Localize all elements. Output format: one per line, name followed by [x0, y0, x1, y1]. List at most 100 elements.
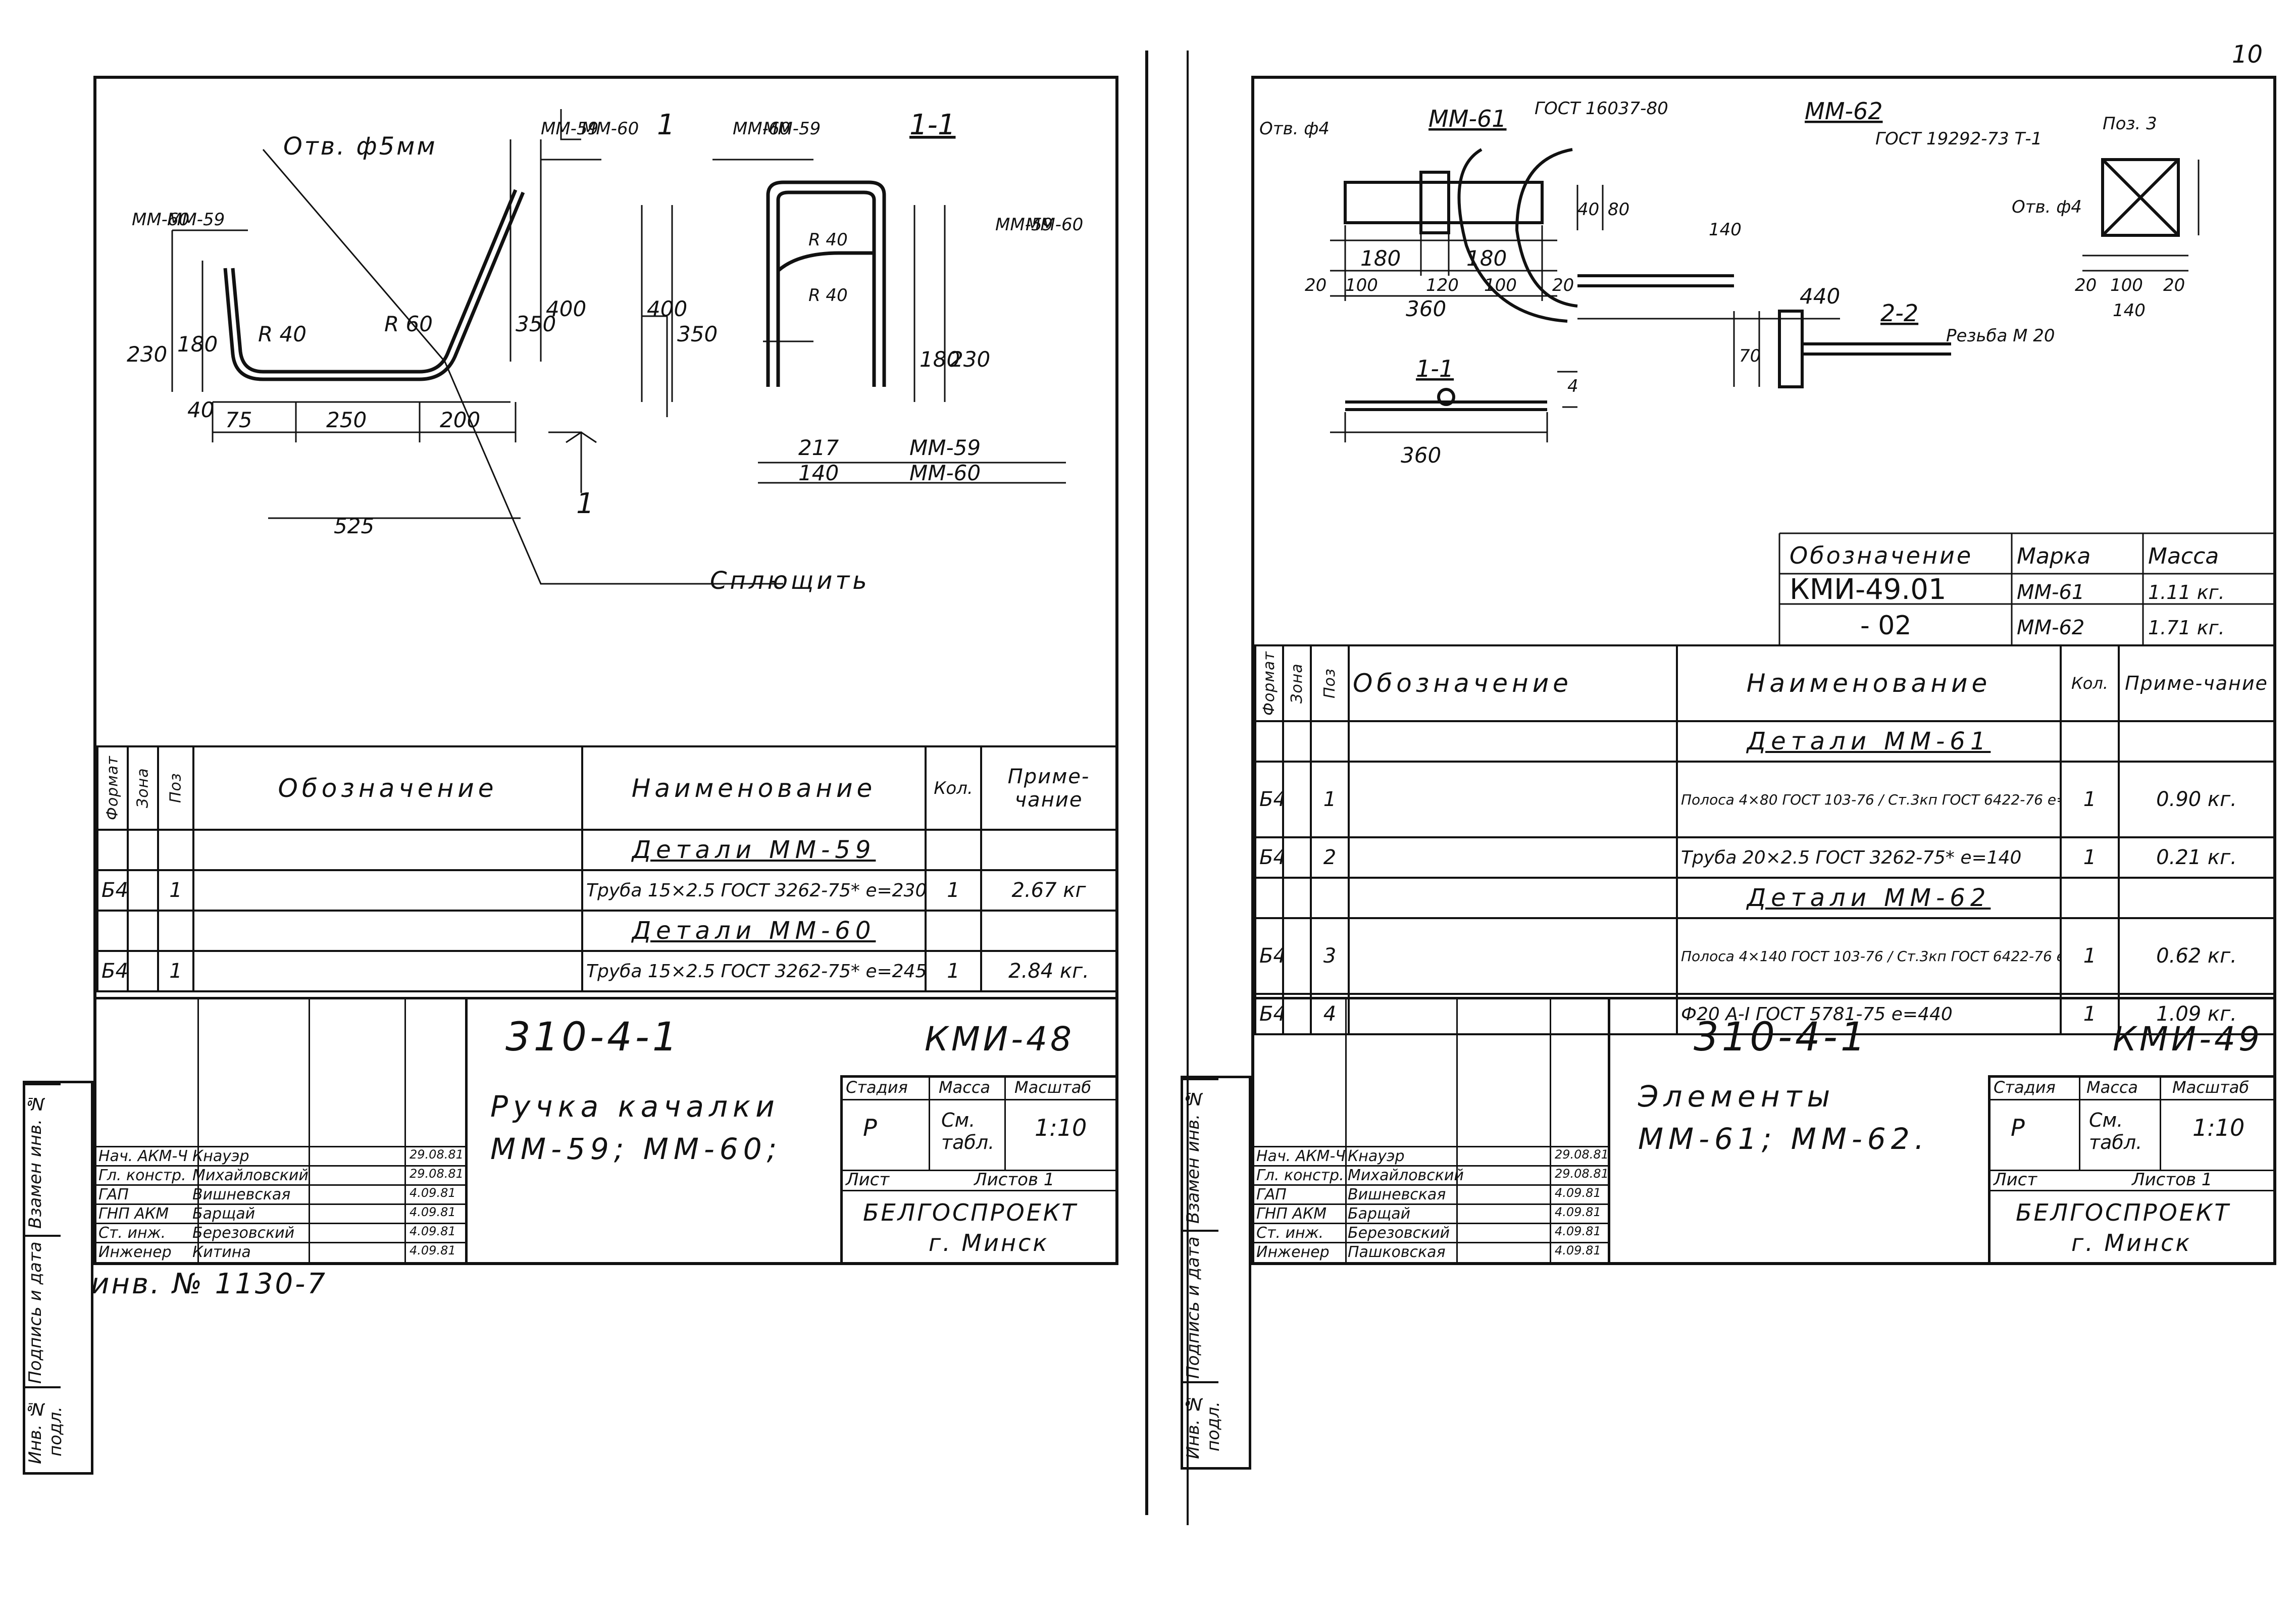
doc-title: Элементы ММ-61; ММ-62.: [1638, 1079, 1929, 1156]
section-mm62: Детали ММ-62: [1676, 877, 2062, 919]
row-qty: 1: [925, 869, 982, 912]
tbl-h-mark: Марка: [2017, 543, 2090, 569]
dim-20c: 20: [2075, 275, 2097, 295]
radius-40-c: R 40: [808, 285, 848, 306]
row-pos: 1: [1310, 761, 1350, 838]
row-pos: 3: [1310, 917, 1350, 995]
handle-drawing-svg: 525 75 250 200 40 230 180 350 400 400 35…: [127, 109, 1083, 595]
row-pos: 4: [1310, 993, 1350, 1035]
hdr-name: Наименование: [1676, 644, 2062, 722]
tbl-r1-mark: ММ-61: [2017, 581, 2084, 604]
row-note: 0.90 кг.: [2118, 761, 2275, 838]
section-mm61: Детали ММ-61: [1676, 720, 2062, 763]
hdr-format: Формат: [1255, 645, 1283, 721]
dim-350b: 350: [677, 322, 718, 346]
sheet-code: КМИ-48: [925, 1020, 1075, 1059]
tbl-r1-mass: 1.11 кг.: [2148, 581, 2225, 603]
left-spec-table: Формат Зона Поз Обозначение Наименование…: [96, 745, 1117, 992]
row-format: Б4: [1254, 917, 1284, 995]
dim-75: 75: [225, 408, 252, 432]
dim-230: 230: [127, 342, 167, 367]
mark-mm59-b: ММ-59: [167, 210, 225, 230]
mark-mm60-b: ММ-60: [132, 210, 189, 230]
table-row: Б4 4 Ф20 А-I ГОСТ 5781-75 е=440 1 1.09 к…: [1254, 993, 2275, 1035]
section-label-1-1: 1-1: [909, 109, 955, 141]
dim-70: 70: [1739, 346, 1761, 366]
radius-40-b: R 40: [808, 230, 848, 250]
strip-replace-inv: Взамен инв. №: [25, 1083, 61, 1237]
table-row: Б4 1 Труба 15×2.5 ГОСТ 3262-75* е=2450 1…: [96, 950, 1117, 992]
section-mm59: Детали ММ-59: [581, 829, 927, 871]
doc-code: 310-4-1: [1694, 1015, 1869, 1060]
fold-line: [1145, 51, 1148, 1515]
row-format: Б4: [96, 869, 129, 912]
dim-140: 140: [798, 461, 839, 485]
mark-mm59-d: ММ-59: [763, 119, 821, 139]
row-note: 2.84 кг.: [980, 950, 1117, 992]
hole-phi4-b: Отв. ф4: [2012, 197, 2082, 217]
fold-line-2: [1187, 51, 1189, 1525]
dim-180b: 180: [1466, 246, 1507, 271]
section-1-1: 1-1: [1416, 355, 1454, 382]
sheet-code: КМИ-49: [2113, 1020, 2263, 1059]
dim-360a: 360: [1406, 296, 1446, 321]
radius-40: R 40: [258, 322, 307, 346]
dim-100a: 100: [1345, 275, 1378, 295]
tbl-r1-des: КМИ-49.01: [1790, 573, 1947, 606]
row-format: Б4: [1254, 993, 1284, 1035]
section-2-2: 2-2: [1880, 299, 1918, 327]
right-side-strip: Взамен инв. № Подпись и дата Инв. № подл…: [1181, 1076, 1251, 1470]
org-name: БЕЛГОСПРОЕКТ: [863, 1199, 1078, 1226]
left-drawing: 525 75 250 200 40 230 180 350 400 400 35…: [96, 79, 1115, 745]
section-mark-bottom: 1: [576, 487, 594, 520]
row-pos: 1: [157, 869, 194, 912]
gost-19292: ГОСТ 19292-73 Т-1: [1875, 129, 2042, 149]
dim-140b: 140: [2113, 300, 2146, 321]
hole-note: Отв. ф5мм: [283, 132, 437, 161]
dim-180a: 180: [1360, 246, 1401, 271]
row-pos: 2: [1310, 836, 1350, 879]
row-note: 1.09 кг.: [2118, 993, 2275, 1035]
tbl-h-designation: Обозначение: [1790, 542, 1973, 569]
mark-mm59-c: ММ-59: [541, 119, 598, 139]
row-name: Полоса 4×140 ГОСТ 103-76 / Ст.3кп ГОСТ 6…: [1676, 917, 2062, 995]
row-name: Труба 15×2.5 ГОСТ 3262-75* е=2450: [581, 950, 927, 992]
strip-inv-orig: Инв. № подл.: [1183, 1381, 1223, 1469]
org-city: г. Минск: [2071, 1229, 2192, 1256]
row-format: Б4: [1254, 761, 1284, 838]
org-name: БЕЛГОСПРОЕКТ: [2016, 1199, 2231, 1226]
dim-180b: 180: [920, 347, 960, 372]
flatten-note: Сплющить: [710, 567, 870, 595]
left-sheet: 525 75 250 200 40 230 180 350 400 400 35…: [93, 76, 1118, 1265]
hdr-note: Приме-чание: [980, 745, 1117, 831]
row-note: 0.21 кг.: [2118, 836, 2275, 879]
dim-20b: 20: [1552, 275, 1574, 295]
tbl-r2-mark: ММ-62: [2017, 616, 2084, 639]
hdr-pos: Поз: [1311, 645, 1349, 721]
strip-replace-inv: Взамен инв. №: [1183, 1078, 1218, 1232]
hdr-note: Приме-чание: [2118, 644, 2275, 722]
tbl-h-mass: Масса: [2148, 543, 2219, 569]
dim-440: 440: [1800, 284, 1840, 309]
dim-20a: 20: [1305, 275, 1326, 295]
right-sheet: ММ-61 ГОСТ 16037-80 ММ-62 ГОСТ 19292-73 …: [1251, 76, 2276, 1265]
dim-217: 217: [798, 435, 839, 460]
row-qty: 1: [2060, 836, 2120, 879]
mark-mm61: ММ-61: [1428, 105, 1507, 132]
left-side-strip: Взамен инв. № Подпись и дата Инв. № подл…: [23, 1081, 93, 1475]
dim-350: 350: [516, 312, 556, 336]
dim-400: 400: [546, 296, 586, 321]
